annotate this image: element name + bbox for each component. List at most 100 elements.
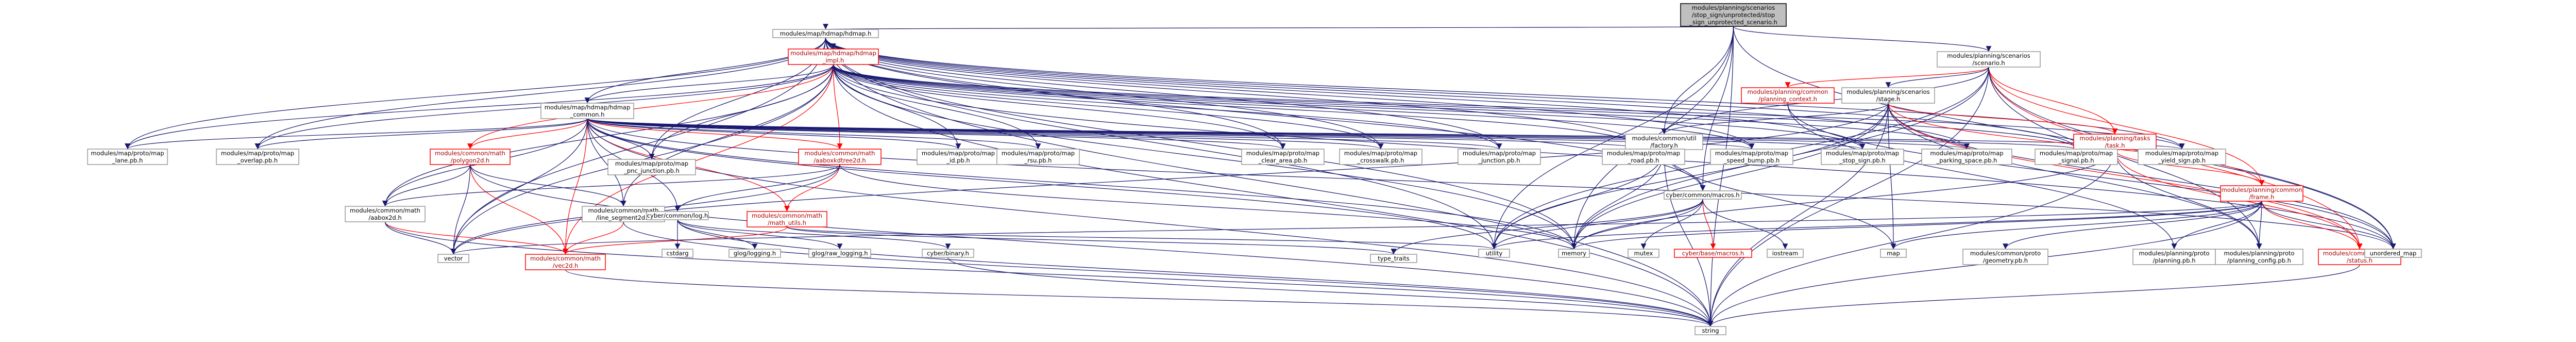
node-unordered_map[interactable]: unordered_map bbox=[2364, 249, 2422, 258]
node-box bbox=[1694, 326, 1726, 335]
edge-hdmap-to-speed_bump_pb bbox=[825, 37, 1755, 150]
node-label: modules/map/proto/map bbox=[1930, 150, 2003, 157]
node-glog_logging[interactable]: glog/logging.h bbox=[728, 249, 781, 258]
edge-stage-to-status bbox=[1888, 103, 2363, 250]
node-cyber_binary[interactable]: cyber/binary.h bbox=[922, 249, 974, 258]
node-rsu_pb[interactable]: modules/map/proto/map_rsu.pb.h bbox=[996, 149, 1080, 165]
node-type_traits[interactable]: type_traits bbox=[1370, 254, 1417, 263]
node-id_pb[interactable]: modules/map/proto/map_id.pb.h bbox=[917, 149, 1000, 165]
node-vec2d[interactable]: modules/common/math/vec2d.h bbox=[525, 254, 606, 270]
edge-planning_frame-to-map bbox=[1890, 201, 2262, 250]
node-label: _junction.pb.h bbox=[1478, 157, 1520, 164]
node-cyber_log[interactable]: cyber/common/log.h bbox=[646, 211, 709, 220]
node-label: glog/logging.h bbox=[734, 250, 776, 257]
node-speed_bump_pb[interactable]: modules/map/proto/map_speed_bump.pb.h bbox=[1710, 149, 1793, 165]
node-parking_space_pb[interactable]: modules/map/proto/map_parking_space.pb.h bbox=[1921, 149, 2012, 165]
node-label: cstdarg bbox=[667, 250, 689, 257]
node-label: utility bbox=[1486, 250, 1503, 257]
edge-line_segment2d-to-string bbox=[623, 221, 1714, 327]
edge-hdmap_common-to-unordered_map bbox=[587, 118, 2396, 250]
node-box bbox=[1625, 134, 1703, 150]
node-stop_sign_pb[interactable]: modules/map/proto/map_stop_sign.pb.h bbox=[1821, 149, 1904, 165]
node-memory[interactable]: memory bbox=[1558, 249, 1590, 258]
node-label: modules/map/proto/map bbox=[1826, 150, 1899, 157]
edge-aabox2d-to-vec2d bbox=[384, 221, 568, 255]
node-mutex[interactable]: mutex bbox=[1628, 249, 1659, 258]
node-box bbox=[1370, 254, 1417, 263]
node-pnc_junction_pb[interactable]: modules/map/proto/map_pnc_junction.pb.h bbox=[607, 159, 696, 175]
edge-cyber_log-to-cyber_binary bbox=[677, 219, 951, 250]
node-label: modules/map/proto/map bbox=[1344, 150, 1417, 157]
edge-hdmap_common-to-utility bbox=[587, 118, 1497, 250]
node-cyber_base_macros[interactable]: cyber/base/macros.h bbox=[1674, 249, 1752, 258]
node-math_utils[interactable]: modules/common/math/math_utils.h bbox=[747, 211, 827, 227]
node-clear_area_pb[interactable]: modules/map/proto/map_clear_area.pb.h bbox=[1241, 149, 1325, 165]
node-label: modules/common/math bbox=[588, 207, 659, 214]
node-hdmap_common[interactable]: modules/map/hdmap/hdmap_common.h bbox=[540, 103, 634, 119]
node-label: /polygon2d.h bbox=[451, 157, 489, 164]
node-polygon2d[interactable]: modules/common/math/polygon2d.h bbox=[430, 149, 511, 165]
node-geometry_pb[interactable]: modules/common/proto/geometry.pb.h bbox=[1962, 249, 2048, 265]
node-vector[interactable]: vector bbox=[437, 254, 469, 263]
node-label: modules/common/math bbox=[752, 212, 822, 219]
edge-hdmap_common-to-rsu_pb bbox=[587, 118, 1041, 150]
node-label: cyber/base/macros.h bbox=[1682, 250, 1744, 257]
node-planning_pb[interactable]: modules/planning/proto/planning.pb.h bbox=[2132, 249, 2216, 265]
edge-hdmap_common-to-road_pb bbox=[587, 118, 1646, 150]
node-overlap_pb[interactable]: modules/map/proto/map_overlap.pb.h bbox=[216, 149, 299, 165]
node-hdmap[interactable]: modules/map/hdmap/hdmap.h bbox=[772, 29, 879, 38]
node-planning_task[interactable]: modules/planning/tasks/task.h bbox=[2073, 134, 2157, 150]
edge-hdmap_impl-to-memory bbox=[833, 64, 1577, 250]
node-box bbox=[1628, 249, 1659, 258]
edge-planning_frame-to-geometry_pb bbox=[2003, 201, 2262, 250]
node-label: /task.h bbox=[2105, 142, 2125, 149]
edge-hdmap_common-to-lane_pb bbox=[125, 118, 588, 150]
node-scenario[interactable]: modules/planning/scenarios/scenario.h bbox=[1937, 51, 2041, 68]
node-aabox2d[interactable]: modules/common/math/aabox2d.h bbox=[345, 206, 426, 222]
node-planning_config_pb[interactable]: modules/planning/proto/planning_config.p… bbox=[2215, 249, 2303, 265]
node-utility[interactable]: utility bbox=[1478, 249, 1510, 258]
node-road_pb[interactable]: modules/map/proto/map_road.pb.h bbox=[1602, 149, 1685, 165]
node-box bbox=[2215, 249, 2303, 265]
edge-hdmap_common-to-crosswalk_pb bbox=[587, 118, 1383, 150]
edge-hdmap_impl-to-aaboxkdtree2d bbox=[833, 64, 843, 150]
node-map[interactable]: map bbox=[1880, 249, 1907, 258]
edge-hdmap_impl-to-signal_pb bbox=[833, 64, 2079, 150]
node-lane_pb[interactable]: modules/map/proto/map_lane.pb.h bbox=[87, 149, 168, 165]
node-junction_pb[interactable]: modules/map/proto/map_junction.pb.h bbox=[1458, 149, 1541, 165]
node-box bbox=[1458, 149, 1541, 165]
edge-planning_frame-to-unordered_map bbox=[2261, 201, 2396, 250]
edge-hdmap_impl-to-polygon2d bbox=[467, 64, 834, 150]
node-label: _pnc_junction.pb.h bbox=[623, 167, 680, 174]
edge-hdmap_impl-to-junction_pb bbox=[833, 64, 1502, 150]
edge-cyber_macros-to-type_traits bbox=[1391, 199, 1703, 255]
node-box bbox=[2138, 149, 2226, 165]
node-planning_frame[interactable]: modules/planning/common/frame.h bbox=[2220, 185, 2303, 202]
node-label: glog/raw_logging.h bbox=[811, 250, 868, 257]
edge-stage-to-utility bbox=[1491, 103, 1889, 250]
node-hdmap_impl[interactable]: modules/map/hdmap/hdmap_impl.h bbox=[788, 48, 879, 65]
node-crosswalk_pb[interactable]: modules/map/proto/map_crosswalk.pb.h bbox=[1339, 149, 1422, 165]
node-stage[interactable]: modules/planning/scenarios/stage.h bbox=[1841, 87, 1935, 104]
node-factory[interactable]: modules/common/util/factory.h bbox=[1625, 134, 1703, 150]
node-cyber_macros[interactable]: cyber/common/macros.h bbox=[1664, 190, 1742, 200]
node-label: modules/planning/tasks bbox=[2080, 135, 2150, 142]
node-signal_pb[interactable]: modules/map/proto/map_signal.pb.h bbox=[2035, 149, 2118, 165]
node-label: modules/map/hdmap/hdmap bbox=[790, 50, 876, 57]
node-string[interactable]: string bbox=[1694, 326, 1726, 335]
node-label: modules/map/proto/map bbox=[1002, 150, 1075, 157]
edge-factory-to-map bbox=[1664, 149, 1896, 250]
node-cstdarg[interactable]: cstdarg bbox=[662, 249, 693, 258]
node-aaboxkdtree2d[interactable]: modules/common/math/aaboxkdtree2d.h bbox=[798, 149, 882, 165]
node-label: /aaboxkdtree2d.h bbox=[814, 157, 866, 164]
edge-planning_context-to-planning_pb bbox=[1787, 103, 2177, 250]
edge-hdmap_impl-to-line_segment2d bbox=[620, 64, 834, 207]
edge-polygon2d-to-aabox2d bbox=[382, 164, 471, 207]
edge-factory-to-string bbox=[1664, 149, 1714, 327]
node-iostream[interactable]: iostream bbox=[1767, 249, 1804, 258]
node-planning_context[interactable]: modules/planning/common/planning_context… bbox=[1741, 87, 1835, 104]
node-yield_sign_pb[interactable]: modules/map/proto/map_yield_sign.pb.h bbox=[2138, 149, 2226, 165]
node-box bbox=[1880, 249, 1907, 258]
node-box bbox=[525, 254, 606, 270]
node-glog_raw_logging[interactable]: glog/raw_logging.h bbox=[808, 249, 871, 258]
